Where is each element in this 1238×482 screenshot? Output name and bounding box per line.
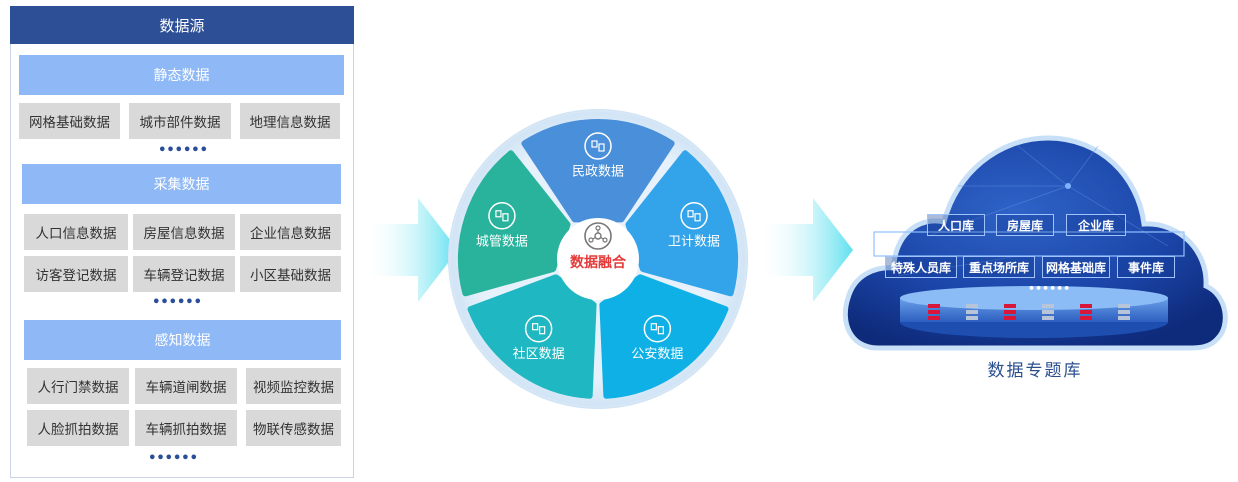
fusion-segment <box>458 150 571 297</box>
item-visitor-register: 访客登记数据 <box>24 256 128 292</box>
fusion-segment <box>599 274 729 399</box>
db-tag-grid-basic: 网格基础库 <box>1042 256 1110 278</box>
fusion-center-label: 数据融合 <box>570 254 627 271</box>
server-slot <box>966 304 978 308</box>
server-slot <box>966 310 978 314</box>
fusion-segment-label: 城管数据 <box>476 234 528 249</box>
server-slot <box>1042 310 1054 314</box>
item-house-info: 房屋信息数据 <box>133 214 235 250</box>
sense-ellipsis: •••••• <box>148 451 198 466</box>
cloud-ellipsis: •••••• <box>1028 282 1071 295</box>
server-slot <box>966 316 978 320</box>
item-face-capture: 人脸抓拍数据 <box>27 410 129 446</box>
server-slot <box>928 304 940 308</box>
server-slot <box>1118 304 1130 308</box>
server-slot <box>1080 316 1092 320</box>
server-slot <box>1042 316 1054 320</box>
db-tag-key-place: 重点场所库 <box>963 256 1035 278</box>
fusion-segment <box>467 274 597 399</box>
fusion-segment-label: 公安数据 <box>631 347 683 362</box>
server-slot <box>928 316 940 320</box>
community-tree-icon <box>524 314 553 343</box>
static-ellipsis: •••••• <box>158 143 208 158</box>
item-vehicle-register: 车辆登记数据 <box>133 256 235 292</box>
item-city-parts: 城市部件数据 <box>129 103 231 139</box>
item-pedestrian-access: 人行门禁数据 <box>27 368 129 404</box>
item-enterprise-info: 企业信息数据 <box>240 214 341 250</box>
fusion-segment <box>521 119 675 223</box>
police-group-icon <box>643 314 672 343</box>
network-hub-icon <box>584 222 612 250</box>
fusion-segment-label: 民政数据 <box>572 165 624 180</box>
fusion-segment <box>625 150 738 297</box>
item-iot-sensor: 物联传感数据 <box>246 410 341 446</box>
people-exchange-icon <box>584 132 612 160</box>
db-tag-event: 事件库 <box>1117 256 1175 278</box>
item-population-info: 人口信息数据 <box>24 214 128 250</box>
data-source-title: 数据源 <box>10 6 354 44</box>
data-source-panel: 数据源 静态数据 网格基础数据 城市部件数据 地理信息数据 •••••• 采集数… <box>10 6 354 478</box>
item-vehicle-capture: 车辆抓拍数据 <box>135 410 237 446</box>
collect-ellipsis: •••••• <box>152 295 202 310</box>
theme-db-cloud <box>842 135 1228 351</box>
flow-arrow-right-icon <box>362 198 458 302</box>
fusion-segment-label: 卫计数据 <box>668 234 720 249</box>
category-collect: 采集数据 <box>22 164 341 204</box>
server-slot <box>1118 310 1130 314</box>
server-slot <box>1080 304 1092 308</box>
category-sense: 感知数据 <box>24 320 341 360</box>
db-tag-special-person: 特殊人员库 <box>885 256 957 278</box>
server-slot <box>928 310 940 314</box>
item-grid-basic: 网格基础数据 <box>19 103 120 139</box>
db-tag-enterprise: 企业库 <box>1066 214 1126 236</box>
server-slot <box>1004 310 1016 314</box>
item-video-monitor: 视频监控数据 <box>246 368 341 404</box>
document-chart-icon <box>488 202 516 230</box>
server-slot <box>1042 304 1054 308</box>
category-static: 静态数据 <box>19 55 344 95</box>
item-vehicle-gate: 车辆道闸数据 <box>135 368 237 404</box>
fusion-segment-label: 社区数据 <box>513 346 565 362</box>
server-slot <box>1004 304 1016 308</box>
theme-db-title: 数据专题库 <box>987 361 1083 381</box>
db-tag-house: 房屋库 <box>996 214 1054 236</box>
server-slot <box>1118 316 1130 320</box>
db-tag-population: 人口库 <box>927 214 985 236</box>
flow-arrow-right-icon <box>757 198 853 302</box>
item-geo-info: 地理信息数据 <box>240 103 340 139</box>
fusion-center <box>557 218 639 300</box>
medical-team-icon <box>680 202 708 230</box>
server-slot <box>1080 310 1092 314</box>
server-slot <box>1004 316 1016 320</box>
item-community-basic: 小区基础数据 <box>240 256 341 292</box>
